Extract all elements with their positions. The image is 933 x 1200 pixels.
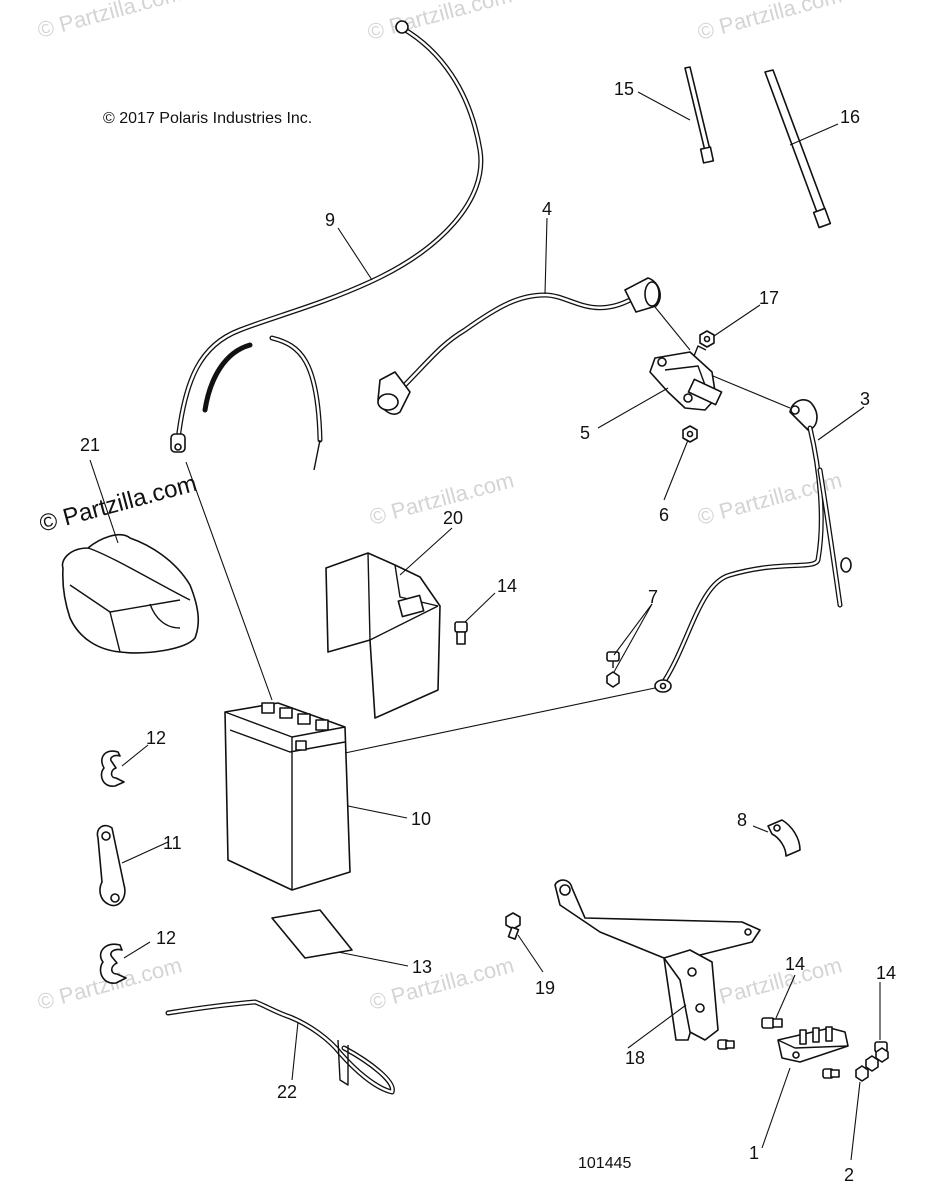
part-16-tie-strap [764, 69, 832, 229]
callout-17: 17 [759, 288, 779, 308]
callout-6: 6 [659, 505, 669, 525]
callout-14b: 14 [785, 954, 805, 974]
part-2-nuts [855, 1055, 879, 1082]
part-17-nut [699, 330, 715, 348]
callout-19: 19 [535, 978, 555, 998]
part-19-bolt [505, 912, 521, 940]
part-22-rod [165, 999, 395, 1095]
watermarks: © Partzilla.com © Partzilla.com © Partzi… [35, 0, 845, 1015]
watermark: © Partzilla.com [695, 952, 845, 1015]
part-4-cable [377, 277, 661, 415]
callout-1: 1 [749, 1143, 759, 1163]
bolts [717, 1039, 840, 1079]
part-10-battery [224, 702, 351, 891]
callout-13: 13 [412, 957, 432, 977]
watermark: © Partzilla.com [35, 0, 185, 43]
callout-20: 20 [443, 508, 463, 528]
part-11-strap [96, 824, 126, 907]
watermark: © Partzilla.com [367, 467, 517, 530]
part-9-cable [170, 20, 484, 471]
watermark-dark: © Partzilla.com [37, 470, 200, 538]
part-12-clip [100, 750, 125, 787]
part-18-bracket [554, 879, 761, 1041]
watermark: © Partzilla.com [365, 0, 515, 45]
part-6-nut [682, 425, 698, 443]
callout-2: 2 [844, 1165, 854, 1185]
part-14-bolt [454, 621, 468, 645]
copyright-text: © 2017 Polaris Industries Inc. [103, 110, 312, 127]
part-7-bolt-nut [606, 651, 620, 688]
callout-12a: 12 [146, 728, 166, 748]
watermark: © Partzilla.com [367, 952, 517, 1015]
callout-12b: 12 [156, 928, 176, 948]
callout-11: 11 [163, 833, 182, 853]
part-1-terminal-block [777, 1026, 849, 1063]
part-12-clip [99, 943, 127, 984]
leader-lines [89, 91, 881, 1161]
callout-3: 3 [860, 389, 870, 409]
diagram-number: 101445 [578, 1155, 631, 1172]
callout-22: 22 [277, 1082, 297, 1102]
callout-18: 18 [625, 1048, 645, 1068]
callout-16: 16 [840, 107, 860, 127]
part-20-battery-cover [325, 552, 441, 719]
callout-10: 10 [411, 809, 431, 829]
callout-7: 7 [648, 587, 658, 607]
part-5-solenoid [649, 345, 723, 411]
part-21-cover [61, 533, 200, 654]
connection-lines [185, 306, 791, 754]
callout-9: 9 [325, 210, 335, 230]
part-13-label [271, 909, 353, 959]
part-8-clamp [767, 819, 801, 857]
callout-21: 21 [80, 435, 100, 455]
callout-8: 8 [737, 810, 747, 830]
part-14-bolt [874, 1041, 889, 1063]
part-14-bolt [761, 1017, 783, 1029]
callout-14c: 14 [876, 963, 896, 983]
part-15-tie-strap [684, 66, 715, 164]
callout-15: 15 [614, 79, 634, 99]
part-3-cable [654, 399, 852, 693]
callout-4: 4 [542, 199, 552, 219]
callouts: 15 16 9 4 17 5 6 3 20 14 7 21 12 11 12 1… [80, 79, 896, 1185]
watermark: © Partzilla.com [695, 0, 845, 45]
callout-5: 5 [580, 423, 590, 443]
callout-14a: 14 [497, 576, 517, 596]
